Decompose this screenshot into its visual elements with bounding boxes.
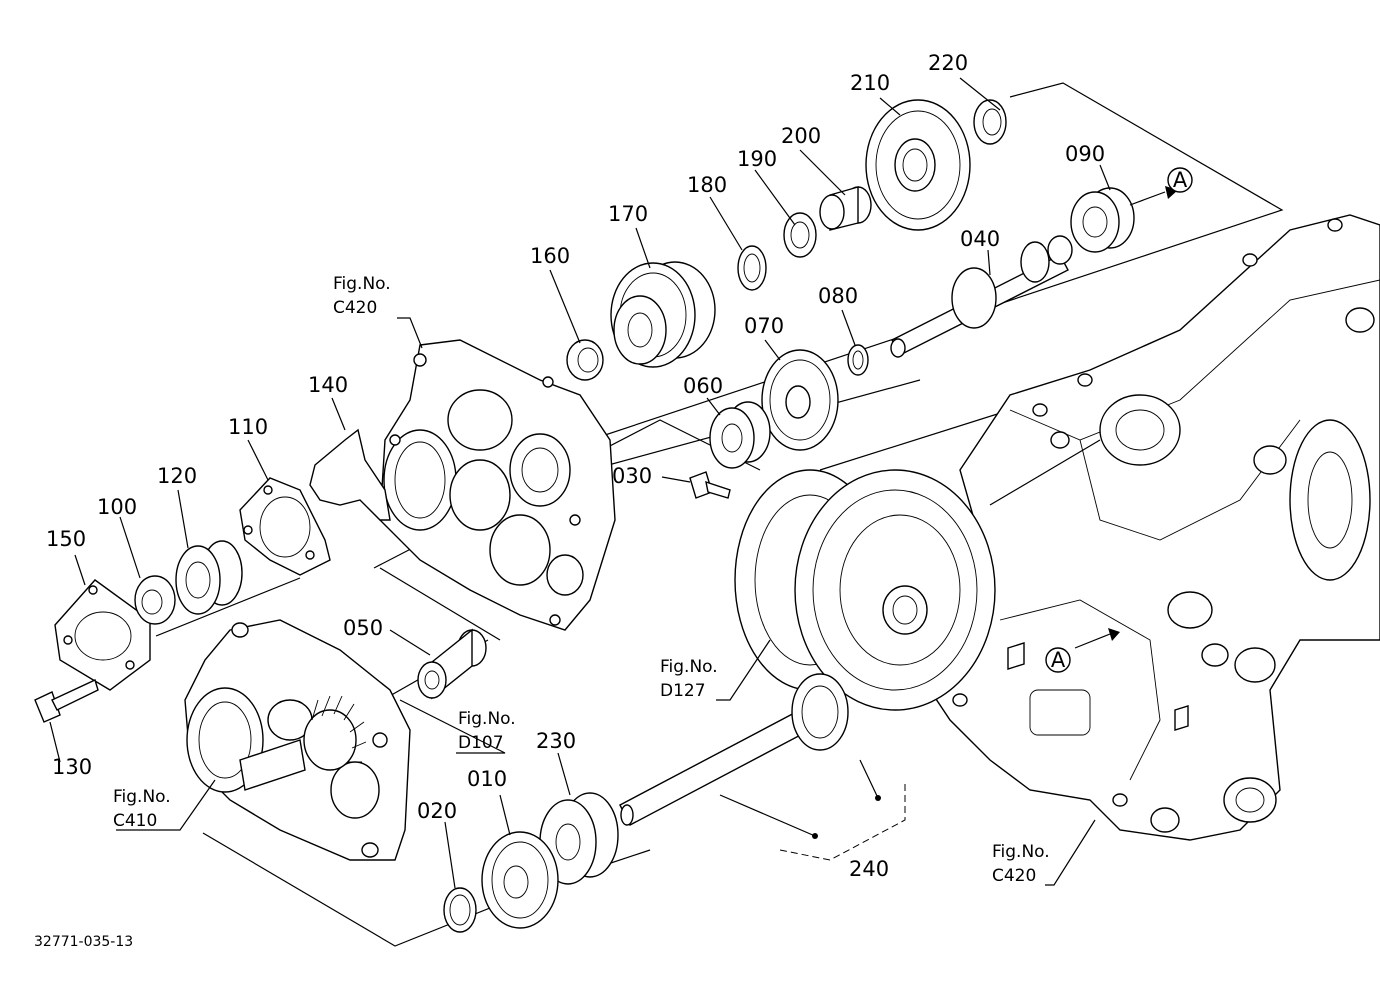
needle-bearing-200 <box>819 186 872 231</box>
part-label-240: 240 <box>849 857 889 881</box>
collar-220 <box>973 99 1007 145</box>
part-label-220: 220 <box>928 51 968 75</box>
bolt-030 <box>689 471 731 499</box>
part-label-130: 130 <box>52 755 92 779</box>
front-cover-c410 <box>184 619 411 861</box>
part-label-170: 170 <box>608 202 648 226</box>
gear-070 <box>761 349 839 451</box>
marker-a-bottom: A <box>1045 628 1120 673</box>
figure-ref-c420-top-line2: C420 <box>333 298 377 318</box>
figure-ref-c410-line2: C410 <box>113 811 157 831</box>
bearing-060 <box>709 401 771 469</box>
gear-170 <box>610 261 716 368</box>
figure-ref-d127: Fig.No. D127 <box>660 657 718 701</box>
bearing-120 <box>175 540 243 615</box>
bolt-130 <box>34 679 99 723</box>
collar-160 <box>566 339 604 381</box>
shaft-040 <box>890 235 1073 358</box>
collar-050 <box>417 628 487 700</box>
pinion-shaft-240 <box>619 673 849 826</box>
seal-100 <box>134 575 176 625</box>
part-label-230: 230 <box>536 729 576 753</box>
part-label-040: 040 <box>960 227 1000 251</box>
part-label-010: 010 <box>467 767 507 791</box>
figure-ref-c410-line1: Fig.No. <box>113 787 171 807</box>
part-label-050: 050 <box>343 616 383 640</box>
figure-ref-d107-line1: Fig.No. <box>458 709 516 729</box>
part-label-090: 090 <box>1065 142 1105 166</box>
marker-a-bottom-text: A <box>1051 648 1066 672</box>
assembly-arrow-line <box>989 439 1101 506</box>
figure-ref-d127-line1: Fig.No. <box>660 657 718 677</box>
ring-gear <box>794 469 996 711</box>
marker-a-top-text: A <box>1173 168 1188 192</box>
gear-210 <box>865 99 971 231</box>
marker-a-top: A <box>1129 167 1193 206</box>
part-label-120: 120 <box>157 464 197 488</box>
figure-ref-d107: Fig.No. D107 <box>458 709 516 753</box>
figure-ref-d127-line2: D127 <box>660 681 706 701</box>
figure-ref-c410: Fig.No. C410 <box>113 787 171 831</box>
part-label-210: 210 <box>850 71 890 95</box>
part-label-080: 080 <box>818 284 858 308</box>
gasket-140 <box>309 428 391 521</box>
part-label-060: 060 <box>683 374 723 398</box>
flange-150 <box>54 579 151 691</box>
part-label-160: 160 <box>530 244 570 268</box>
part-label-110: 110 <box>228 415 268 439</box>
figure-ref-c420-bottom: Fig.No. C420 <box>992 842 1050 886</box>
snap-ring-080 <box>847 344 869 376</box>
part-label-100: 100 <box>97 495 137 519</box>
snap-ring-180 <box>737 245 767 291</box>
figure-ref-c420-bottom-line1: Fig.No. <box>992 842 1050 862</box>
part-label-140: 140 <box>308 373 348 397</box>
transmission-case <box>929 214 1380 841</box>
figure-ref-c420-top: Fig.No. C420 <box>333 274 391 318</box>
part-labels: 010 020 030 040 050 060 070 080 090 100 … <box>46 51 1105 881</box>
part-label-020: 020 <box>417 799 457 823</box>
part-label-200: 200 <box>781 124 821 148</box>
bearing-090 <box>1070 187 1135 253</box>
document-number: 32771-035-13 <box>34 934 133 950</box>
leader-lines <box>49 77 1111 889</box>
part-label-070: 070 <box>744 314 784 338</box>
part-label-030: 030 <box>612 464 652 488</box>
gear-010 <box>481 831 559 929</box>
figure-ref-c420-top-line1: Fig.No. <box>333 274 391 294</box>
figure-ref-c420-bottom-line2: C420 <box>992 866 1036 886</box>
figure-ref-d107-line2: D107 <box>458 733 504 753</box>
part-label-150: 150 <box>46 527 86 551</box>
snap-ring-020 <box>443 887 477 933</box>
bracket-240 <box>719 759 906 861</box>
part-label-190: 190 <box>737 147 777 171</box>
flange-110 <box>239 477 331 576</box>
washer-190 <box>783 212 817 258</box>
part-label-180: 180 <box>687 173 727 197</box>
case-cover-plate <box>379 339 616 631</box>
